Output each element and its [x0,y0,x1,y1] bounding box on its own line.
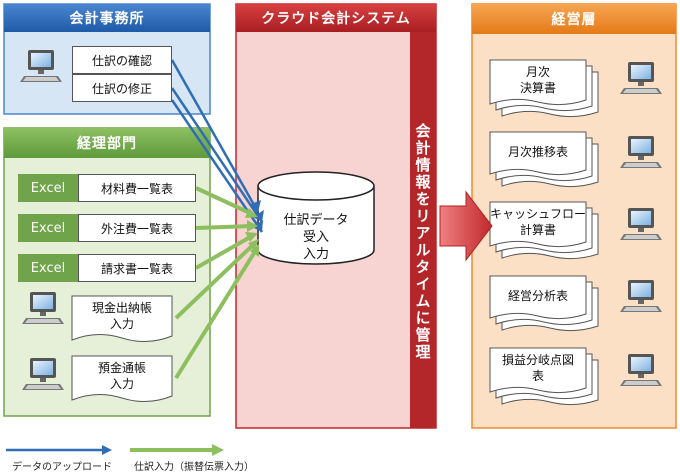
accounting-office-header: 会計事務所 [69,11,145,27]
legend-entry: 仕訳入力（振替伝票入力） [134,462,254,473]
journal-data-db: 仕訳データ 受入 入力 [258,212,374,263]
db-line-2: 受入 [302,230,329,245]
business-analysis-report: 経営分析表 [490,288,586,304]
excel-label: Excel [18,254,78,282]
accounting-dept-header: 経理部門 [77,136,137,152]
report-line2: 計算書 [519,223,556,237]
report-line1: 月次 [525,65,550,79]
realtime-management-text: 会計情報をリアルタイムに管理 [413,123,432,361]
invoice-list: 請求書一覧表 [78,254,196,282]
report-line2: 表 [531,369,544,383]
bankbook-doc: 預金通帳 入力 [72,360,172,392]
report-line1: 損益分岐点図 [501,353,574,367]
report-line1: 月次推移表 [507,145,568,159]
report-line1: キャッシュフロー [490,207,587,221]
bankbook-line1: 預金通帳 [97,361,146,375]
legend-upload: データのアップロード [12,462,112,473]
cash-book-doc: 現金出納帳 入力 [72,300,172,332]
bankbook-line2: 入力 [109,377,134,391]
monthly-trend-report: 月次推移表 [490,144,586,160]
cash-book-line1: 現金出納帳 [91,301,152,315]
cash-book-line2: 入力 [109,317,134,331]
cloud-system-header: クラウド会計システム [261,11,411,27]
report-line1: 経営分析表 [507,289,568,303]
journal-correct-box: 仕訳の修正 [72,74,172,102]
db-line-3: 入力 [302,247,329,262]
journal-confirm-box: 仕訳の確認 [72,46,172,74]
monthly-statement-report: 月次 決算書 [490,64,586,96]
report-line2: 決算書 [519,81,556,95]
management-header: 経営層 [551,12,597,28]
db-line-1: 仕訳データ [283,213,349,228]
excel-label: Excel [18,214,78,242]
excel-label: Excel [18,174,78,202]
breakeven-report: 損益分岐点図 表 [490,352,586,384]
material-cost-list: 材料費一覧表 [78,174,196,202]
outsourcing-cost-list: 外注費一覧表 [78,214,196,242]
cashflow-report: キャッシュフロー 計算書 [490,206,586,238]
